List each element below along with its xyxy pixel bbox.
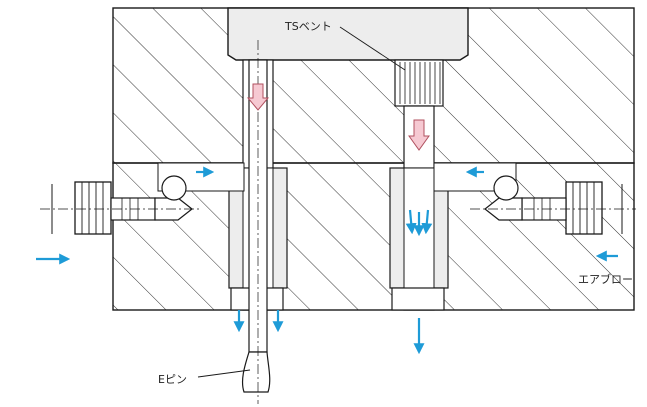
arrow-icon <box>421 209 433 235</box>
ts-vent-leader <box>339 26 406 71</box>
right-air-fitting <box>470 175 636 235</box>
flow-arrows <box>36 166 618 355</box>
vent-arrow-left <box>246 83 270 111</box>
ts-vent-insert <box>394 59 444 107</box>
vent-arrow-right <box>408 119 430 151</box>
e-pin-leader <box>197 369 251 378</box>
air-blow-label: エアブロー <box>578 272 633 286</box>
arrow-icon <box>405 209 417 235</box>
e-pin-label: Eピン <box>158 373 187 386</box>
ejector-pin-tip <box>241 351 271 393</box>
ts-vent-label: TSベント <box>284 20 332 33</box>
ts-vent-slots <box>399 62 441 104</box>
molded-product <box>227 7 469 61</box>
left-air-fitting <box>40 175 200 235</box>
